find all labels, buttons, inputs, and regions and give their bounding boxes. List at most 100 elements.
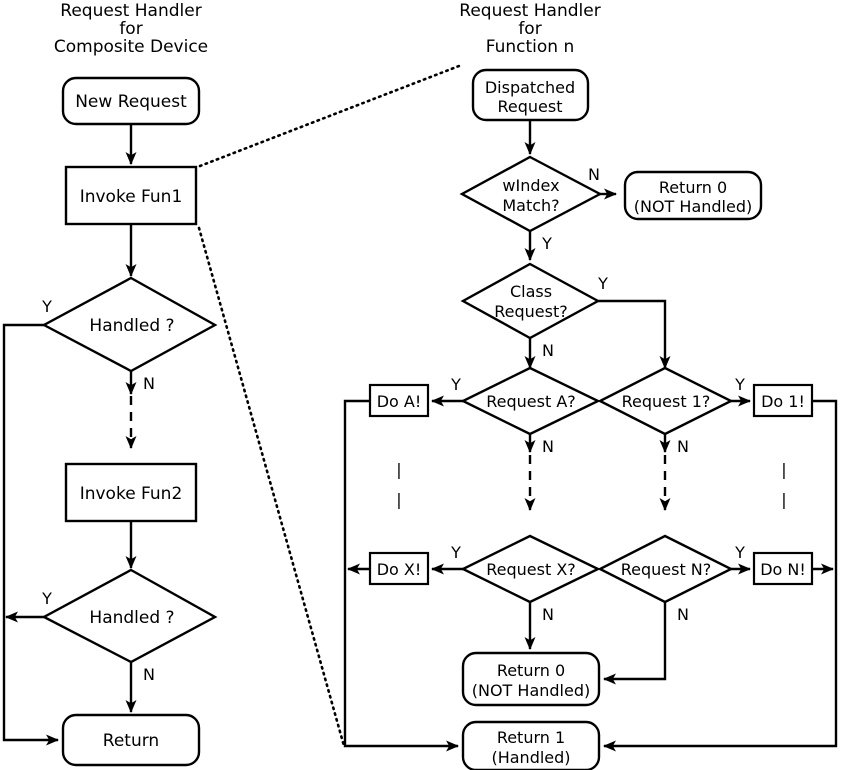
node-return-left[interactable]: Return bbox=[61, 713, 201, 767]
right-title-line-1: Request Handler bbox=[459, 1, 600, 21]
node-handled-1[interactable]: Handled ? Y N bbox=[41, 276, 218, 393]
node-request-a[interactable]: Request A? Y N bbox=[450, 366, 601, 456]
node-windex-match[interactable]: wIndex Match? N Y bbox=[459, 155, 603, 253]
return0-top-label-line-1: Return 0 bbox=[659, 178, 727, 197]
return-left-shape bbox=[61, 713, 201, 767]
return0-bottom-shape bbox=[461, 651, 601, 707]
right-panel-connectors bbox=[343, 120, 838, 752]
request-a-label: Request A? bbox=[486, 392, 576, 411]
edge-do1-rail-to-return1 bbox=[603, 399, 838, 752]
edge-requestn-no-to-return0 bbox=[603, 602, 667, 685]
handled-1-shape bbox=[41, 276, 218, 373]
request-1-shape bbox=[597, 366, 734, 436]
new-request-shape bbox=[61, 76, 201, 126]
class-request-label-line-2: Request? bbox=[494, 302, 567, 321]
ellipsis-marks: | | | | bbox=[396, 460, 786, 509]
edge-class-yes-to-request1 bbox=[598, 299, 671, 369]
do-x-shape bbox=[368, 551, 430, 586]
dotted-callout-upper bbox=[198, 64, 461, 168]
node-request-x[interactable]: Request X? Y N bbox=[450, 534, 601, 624]
node-request-1[interactable]: Request 1? Y N bbox=[597, 366, 745, 456]
do-a-label: Do A! bbox=[377, 392, 422, 411]
request-a-shape bbox=[460, 366, 601, 436]
request-x-yes-label: Y bbox=[450, 543, 461, 562]
ellipsis-right-lower: | bbox=[781, 490, 786, 509]
request-x-label: Request X? bbox=[486, 560, 576, 579]
node-new-request[interactable]: New Request bbox=[61, 76, 201, 126]
windex-match-shape bbox=[459, 155, 603, 233]
class-yes-label: Y bbox=[597, 274, 608, 293]
invoke-fun2-shape bbox=[64, 462, 198, 523]
do-1-shape bbox=[752, 383, 814, 418]
invoke-fun1-shape bbox=[64, 165, 198, 226]
request-1-no-label: N bbox=[677, 437, 689, 456]
dispatched-request-shape bbox=[471, 68, 590, 122]
windex-match-label-line-2: Match? bbox=[502, 196, 559, 215]
node-invoke-fun2[interactable]: Invoke Fun2 bbox=[64, 462, 198, 523]
do-n-label: Do N! bbox=[760, 560, 806, 579]
request-1-label: Request 1? bbox=[622, 392, 711, 411]
class-no-label: N bbox=[542, 341, 554, 360]
do-x-label: Do X! bbox=[377, 560, 422, 579]
return1-bottom-shape bbox=[461, 720, 601, 770]
node-class-request[interactable]: Class Request? Y N bbox=[460, 262, 608, 360]
return1-bottom-label-line-2: (Handled) bbox=[491, 748, 570, 767]
do-1-label: Do 1! bbox=[761, 392, 805, 411]
handled-2-shape bbox=[41, 568, 218, 664]
ellipsis-left-lower: | bbox=[396, 490, 401, 509]
request-n-label: Request N? bbox=[621, 560, 712, 579]
do-a-shape bbox=[368, 383, 430, 418]
node-handled-2[interactable]: Handled ? Y N bbox=[41, 568, 218, 684]
handled-1-no-label: N bbox=[143, 374, 155, 393]
edge-handled1-yes-to-return bbox=[2, 323, 59, 746]
right-panel-title: Request Handler for Function n bbox=[459, 1, 600, 57]
request-n-yes-label: Y bbox=[734, 543, 745, 562]
windex-match-label-line-1: wIndex bbox=[502, 176, 559, 195]
dispatched-request-label-line-2: Request bbox=[498, 97, 563, 116]
invoke-fun1-label: Invoke Fun1 bbox=[80, 187, 183, 207]
handled-1-label: Handled ? bbox=[89, 316, 174, 336]
invoke-fun2-label: Invoke Fun2 bbox=[80, 484, 183, 504]
handled-2-yes-label: Y bbox=[41, 589, 52, 608]
return0-top-label-line-2: (NOT Handled) bbox=[634, 197, 752, 216]
windex-no-label: N bbox=[588, 165, 600, 184]
request-x-shape bbox=[460, 534, 601, 604]
request-n-shape bbox=[597, 534, 734, 604]
node-return0-top[interactable]: Return 0 (NOT Handled) bbox=[623, 170, 763, 221]
return1-bottom-label-line-1: Return 1 bbox=[497, 728, 565, 747]
left-panel-connectors bbox=[2, 124, 137, 746]
return0-bottom-label-line-1: Return 0 bbox=[497, 661, 565, 680]
ellipsis-right-upper: | bbox=[781, 460, 786, 479]
request-x-no-label: N bbox=[542, 605, 554, 624]
node-return0-bottom[interactable]: Return 0 (NOT Handled) bbox=[461, 651, 601, 707]
return-left-label: Return bbox=[103, 731, 159, 751]
node-do-x[interactable]: Do X! bbox=[368, 551, 430, 586]
node-do-a[interactable]: Do A! bbox=[368, 383, 430, 418]
node-do-n[interactable]: Do N! bbox=[752, 551, 814, 586]
edge-doa-rail-to-return1 bbox=[343, 399, 459, 752]
handled-2-no-label: N bbox=[143, 665, 155, 684]
dispatched-request-label-line-1: Dispatched bbox=[485, 78, 575, 97]
class-request-shape bbox=[460, 262, 601, 340]
left-title-line-3: Composite Device bbox=[54, 37, 208, 57]
node-do-1[interactable]: Do 1! bbox=[752, 383, 814, 418]
node-dispatched-request[interactable]: Dispatched Request bbox=[471, 68, 590, 122]
node-return1-bottom[interactable]: Return 1 (Handled) bbox=[461, 720, 601, 770]
return0-top-shape bbox=[623, 170, 763, 221]
expansion-callout-lines bbox=[197, 64, 461, 748]
dotted-callout-lower bbox=[197, 226, 346, 748]
right-title-line-3: Function n bbox=[486, 37, 575, 57]
class-request-label-line-1: Class bbox=[510, 282, 552, 301]
node-invoke-fun1[interactable]: Invoke Fun1 bbox=[64, 165, 198, 226]
new-request-label: New Request bbox=[75, 92, 187, 112]
request-n-no-label: N bbox=[677, 605, 689, 624]
ellipsis-left-upper: | bbox=[396, 460, 401, 479]
request-1-yes-label: Y bbox=[734, 375, 745, 394]
left-title-line-2: for bbox=[119, 19, 142, 39]
do-n-shape bbox=[752, 551, 814, 586]
node-request-n[interactable]: Request N? Y N bbox=[597, 534, 745, 624]
windex-yes-label: Y bbox=[541, 234, 552, 253]
return0-bottom-label-line-2: (NOT Handled) bbox=[472, 681, 590, 700]
